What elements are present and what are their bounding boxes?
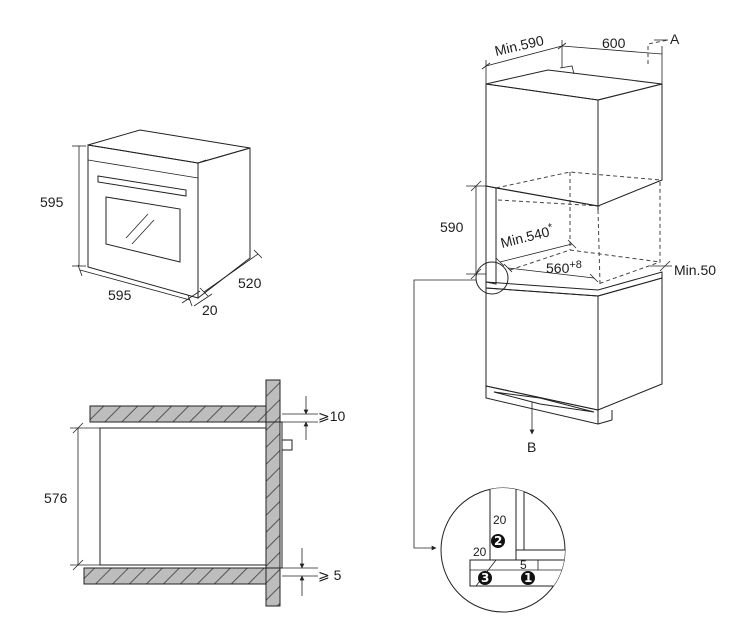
niche-width-label: 560+8 — [546, 259, 582, 276]
callout-2: 2 — [494, 534, 502, 548]
min-inner-depth-label: Min.540* — [499, 221, 556, 251]
oven-door-label: 20 — [202, 302, 218, 318]
detail-leader-line — [413, 279, 476, 551]
min-inner-depth-value: Min.540 — [499, 223, 551, 251]
cabinet-width-label: 600 — [602, 35, 626, 51]
niche-width-value: 560 — [546, 260, 570, 276]
oven-perspective-view: 595 595 520 20 — [40, 129, 263, 318]
min-inner-depth-sup: * — [547, 221, 555, 234]
detail-marker-circle — [475, 261, 509, 295]
bottom-clearance-label: ⩾ 5 — [318, 567, 342, 583]
callout-1-badge — [521, 571, 535, 585]
callout-3: 3 — [481, 571, 489, 585]
min-depth-label: Min.590 — [493, 32, 545, 59]
oven-depth-label: 520 — [238, 275, 262, 291]
callout-1: 1 — [524, 571, 532, 585]
detail-dim-top: 20 — [493, 513, 507, 527]
niche-height-label: 590 — [440, 219, 464, 235]
callout-3-badge — [478, 571, 492, 585]
label-b: B — [527, 439, 536, 455]
niche-width-sup: +8 — [569, 259, 582, 271]
callout-2-badge — [491, 534, 505, 548]
top-clearance-label: ⩾10 — [318, 408, 346, 424]
detail-dim-5: 5 — [520, 558, 527, 572]
side-section-view: ⩾10 576 ⩾ 5 — [44, 379, 346, 607]
detail-view: 20 20 5 2 3 1 — [440, 487, 566, 613]
min-gap-label: Min.50 — [674, 262, 716, 278]
oven-width-label: 595 — [108, 287, 132, 303]
cabinet-view: Min.590 600 A 590 Min.540* 560+8 — [413, 31, 716, 551]
section-height-label: 576 — [44, 490, 68, 506]
label-a: A — [670, 31, 680, 47]
detail-dim-left: 20 — [473, 545, 487, 559]
oven-height-label: 595 — [40, 194, 64, 210]
